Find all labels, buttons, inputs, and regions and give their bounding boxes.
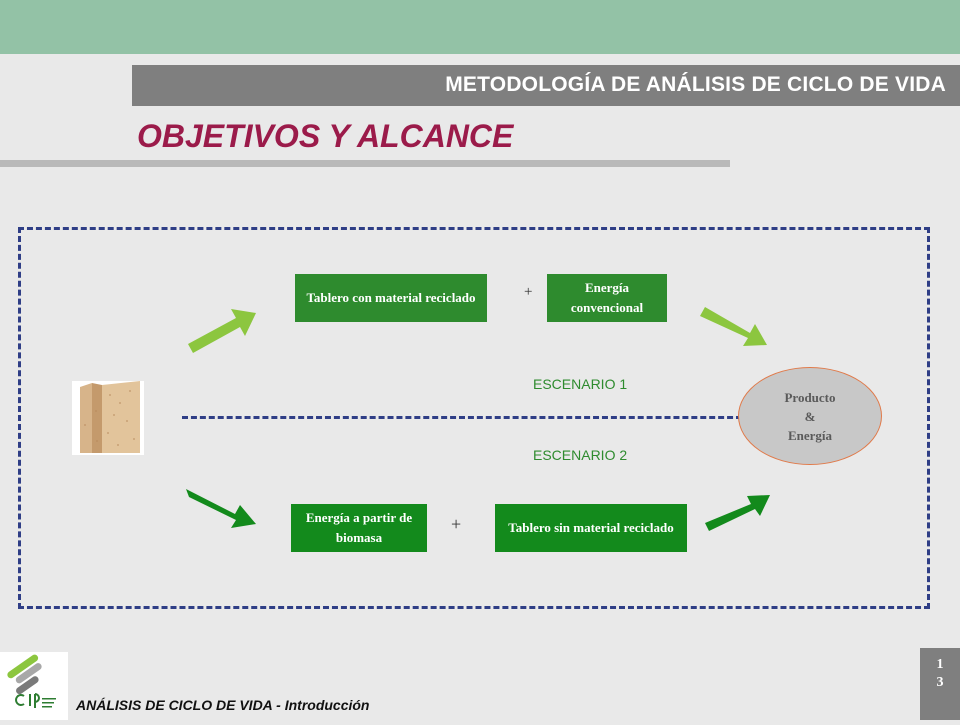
cip-logo-icon bbox=[7, 654, 56, 708]
result-line-1: Producto bbox=[784, 389, 836, 405]
arrow-up-to-product-2 bbox=[705, 495, 770, 531]
arrow-down-to-scenario2 bbox=[186, 489, 256, 528]
page-number-bottom: 3 bbox=[936, 675, 944, 690]
section-header-bar: METODOLOGÍA DE ANÁLISIS DE CICLO DE VIDA bbox=[132, 65, 960, 106]
title-underline bbox=[0, 160, 730, 167]
label-escenario-1: ESCENARIO 1 bbox=[533, 376, 628, 392]
box-energia-biomasa: Energía a partir de biomasa bbox=[291, 504, 427, 552]
slide-title: OBJETIVOS Y ALCANCE bbox=[137, 118, 514, 154]
label-escenario-2: ESCENARIO 2 bbox=[533, 447, 628, 463]
arrow-down-to-product-1 bbox=[700, 307, 767, 346]
page-number-top: 1 bbox=[936, 657, 944, 672]
diagram-frame bbox=[18, 227, 930, 609]
box-label: Energía convencional bbox=[570, 280, 644, 315]
wood-board-image bbox=[72, 381, 144, 455]
arrow-up-to-scenario1 bbox=[188, 309, 256, 353]
plus-sign-scenario1: + bbox=[524, 284, 533, 300]
cip-logo bbox=[0, 652, 68, 720]
scenario-divider-line bbox=[182, 416, 742, 419]
box-tablero-con-material-reciclado: Tablero con material reciclado bbox=[295, 274, 487, 322]
product-energy-ellipse: Producto & Energía bbox=[738, 367, 882, 465]
plus-sign-scenario2: + bbox=[451, 514, 462, 534]
top-color-band bbox=[0, 0, 960, 54]
result-line-2: & bbox=[804, 408, 816, 424]
box-energia-convencional: Energía convencional bbox=[547, 274, 667, 322]
footer-text: ANÁLISIS DE CICLO DE VIDA - Introducción bbox=[76, 697, 370, 713]
box-label: Tablero con material reciclado bbox=[306, 290, 476, 305]
result-line-3: Energía bbox=[787, 427, 833, 443]
section-title: METODOLOGÍA DE ANÁLISIS DE CICLO DE VIDA bbox=[445, 73, 946, 96]
box-label: Tablero sin material reciclado bbox=[508, 520, 674, 535]
page-number: 1 3 bbox=[920, 648, 960, 720]
box-label: Energía a partir de biomasa bbox=[305, 510, 413, 545]
box-tablero-sin-material-reciclado: Tablero sin material reciclado bbox=[495, 504, 687, 552]
